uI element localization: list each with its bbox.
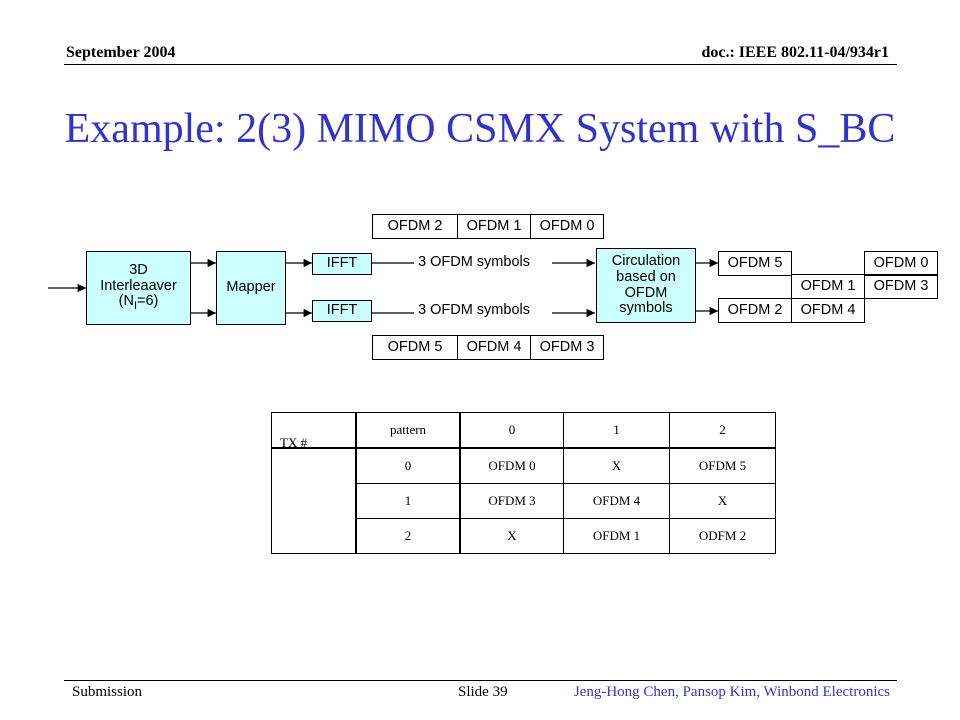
table-cell: OFDM 3	[459, 483, 564, 519]
table-cell: OFDM 5	[669, 447, 776, 484]
ifft-block-top: IFFT	[312, 253, 372, 275]
table-tx-label-text: TX #	[280, 435, 308, 450]
table-header-row: pattern 0 1 2	[271, 412, 776, 449]
top-group-box-1: OFDM 1	[457, 214, 531, 239]
interleaver-line3-pre: (N	[118, 293, 134, 310]
symbols-label-top: 3 OFDM symbols	[418, 254, 530, 270]
circulation-line1: Circulation	[611, 253, 681, 270]
table-cell: X	[563, 447, 670, 484]
interleaver-subscript: I	[133, 300, 137, 313]
table-cell: ODFM 2	[669, 518, 776, 554]
footer-rule	[64, 680, 897, 681]
bottom-group-box-0: OFDM 5	[372, 335, 458, 360]
table-header-corner	[271, 412, 357, 449]
table-cell: OFDM 0	[459, 447, 564, 484]
top-group-box-2: OFDM 0	[530, 214, 604, 239]
circulation-block: Circulation based on OFDM symbols	[596, 248, 696, 323]
footer-slide-number: Slide 39	[458, 684, 508, 700]
table-header-col: 1	[563, 412, 670, 449]
table-row: 1 OFDM 3 OFDM 4 X	[272, 483, 776, 519]
table-row: TX # 0 OFDM 0 X OFDM 5	[271, 435, 776, 554]
table-header-col: 2	[669, 412, 776, 449]
table-row-tx: 0	[355, 447, 461, 484]
table-row-tx: 2	[355, 518, 461, 554]
header-date: September 2004	[66, 44, 176, 61]
interleaver-line2: Interleaaver	[100, 277, 177, 294]
table-cell: OFDM 1	[563, 518, 670, 554]
bottom-group-box-1: OFDM 4	[457, 335, 531, 360]
table-tx-label: TX #	[271, 435, 357, 554]
interleaver-line3-post: =6)	[137, 293, 159, 310]
bottom-group-box-2: OFDM 3	[530, 335, 604, 360]
table-cell: X	[669, 483, 776, 519]
footer-submission: Submission	[72, 684, 143, 700]
slide-title: Example: 2(3) MIMO CSMX System with S_BC	[64, 106, 896, 152]
header-doc-id: doc.: IEEE 802.11-04/934r1	[701, 44, 889, 61]
table-cell: X	[459, 518, 564, 554]
out-row1-box-a: OFDM 5	[718, 251, 792, 276]
pattern-table: pattern 0 1 2 TX # 0 OFDM 0 X OFDM 5 1 O…	[271, 412, 776, 554]
symbols-label-bottom: 3 OFDM symbols	[418, 302, 530, 318]
out-row2-box-b: OFDM 3	[864, 274, 938, 299]
footer-authors: Jeng-Hong Chen, Pansop Kim, Winbond Elec…	[573, 684, 890, 700]
circulation-line3: OFDM	[624, 284, 668, 301]
circulation-line4: symbols	[619, 300, 673, 317]
interleaver-block: 3D Interleaaver (NI=6)	[86, 251, 191, 325]
table-row-tx: 1	[355, 483, 461, 519]
mapper-block: Mapper	[216, 251, 286, 325]
interleaver-line1: 3D	[129, 261, 148, 278]
out-row3-box-a: OFDM 2	[718, 298, 792, 323]
header-rule	[64, 64, 897, 65]
table-header-col: 0	[459, 412, 564, 449]
table-row: 2 X OFDM 1 ODFM 2	[272, 518, 776, 554]
top-group-box-0: OFDM 2	[372, 214, 458, 239]
ifft-block-bottom: IFFT	[312, 300, 372, 322]
out-row2-box-a: OFDM 1	[791, 274, 865, 299]
circulation-line2: based on	[616, 268, 676, 285]
out-row3-box-b: OFDM 4	[791, 298, 865, 323]
out-row1-box-b: OFDM 0	[864, 251, 938, 276]
table-cell: OFDM 4	[563, 483, 670, 519]
interleaver-line3: (NI=6)	[118, 293, 159, 313]
table-header-pattern: pattern	[355, 412, 461, 449]
